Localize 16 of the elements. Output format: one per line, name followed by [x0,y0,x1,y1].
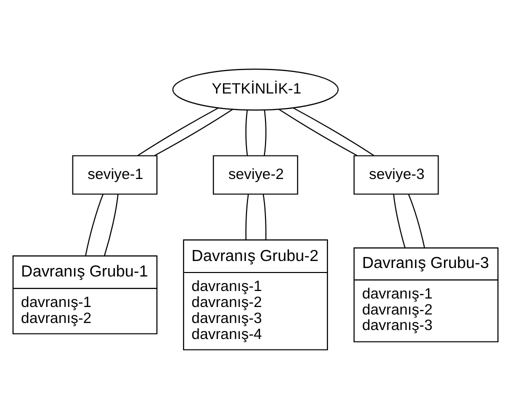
node-ellipse: YETKİNLİK-1 [172,68,339,111]
connector [245,194,249,240]
connector [154,108,234,156]
node-box: seviye-3 [354,155,439,195]
connector [262,194,266,240]
connector [393,194,406,248]
connector [264,110,266,156]
connector [278,108,358,156]
connector [137,107,219,156]
connector [245,110,248,156]
node-box: seviye-2 [212,155,298,195]
connector [408,194,425,248]
connector [85,194,104,256]
connector [104,194,118,256]
connector [293,107,374,156]
node-box: seviye-1 [72,155,158,195]
